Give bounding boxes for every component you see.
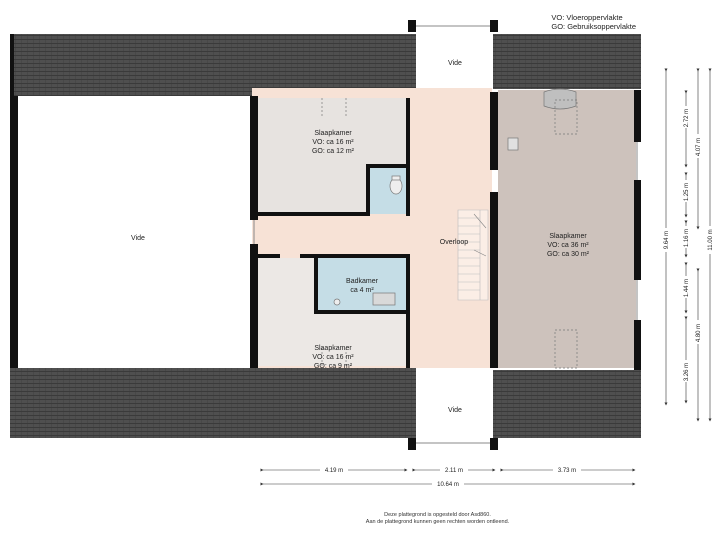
footer-line2: Aan de plattegrond kunnen geen rechten w… [365,519,510,525]
vide-left-area [18,98,250,366]
vide-top-label: Vide [448,60,462,67]
roof-areas [10,34,641,438]
staircase [457,209,489,301]
bedroom1-vo: VO: ca 16 m² [312,139,354,146]
dim-h-1: 4.19 m [325,468,343,474]
dim-v-2: 1.25 m [684,183,690,201]
dim-v-1100: 11.00 m [708,229,714,250]
vide-bottom-label: Vide [448,407,462,414]
legend-go: GO: Gebruiksoppervlakte [551,22,636,31]
vide-bottom-area [416,372,492,442]
bedroom1-name: Slaapkamer [314,130,352,137]
dim-v-mid-1: 4.07 m [696,138,702,156]
footer: Deze plattegrond is opgesteld door Asd86… [0,512,720,526]
bathroom-area-label: ca 4 m² [350,287,374,294]
dim-v-4: 1.44 m [684,279,690,297]
bedroom3-vo: VO: ca 36 m² [547,242,589,249]
bathroom-name: Badkamer [346,278,379,285]
vide-top-area [416,28,492,88]
dim-h-3: 3.73 m [558,468,576,474]
bedroom3-area [498,90,636,368]
dim-h-total: 10.64 m [437,482,459,488]
vide-left-label: Vide [131,235,145,242]
landing-label: Overloop [440,239,469,246]
bedroom2-name: Slaapkamer [314,345,352,352]
footer-line1: Deze plattegrond is opgesteld door Asd86… [384,512,491,518]
bedroom1-go: GO: ca 12 m² [312,148,355,155]
toilet-area [370,165,408,214]
walls [10,20,641,450]
furniture [321,88,578,369]
bedroom3-name: Slaapkamer [549,233,587,240]
dim-v-mid-2: 4.80 m [696,324,702,342]
windows [253,25,638,444]
bedroom3-go: GO: ca 30 m² [547,251,590,258]
bedroom2-vo: VO: ca 16 m² [312,354,354,361]
legend-vo: VO: Vloeroppervlakte [551,13,623,22]
bedroom2-go: GO: ca 9 m² [314,363,353,370]
dim-v-1: 2.72 m [684,109,690,127]
dim-v-5: 3.26 m [684,363,690,381]
dim-v-3: 1.16 m [684,229,690,247]
legend: VO: Vloeroppervlakte GO: Gebruiksoppervl… [551,13,636,31]
dim-h-2: 2.11 m [445,468,463,474]
dim-v-964: 9.64 m [664,231,670,249]
